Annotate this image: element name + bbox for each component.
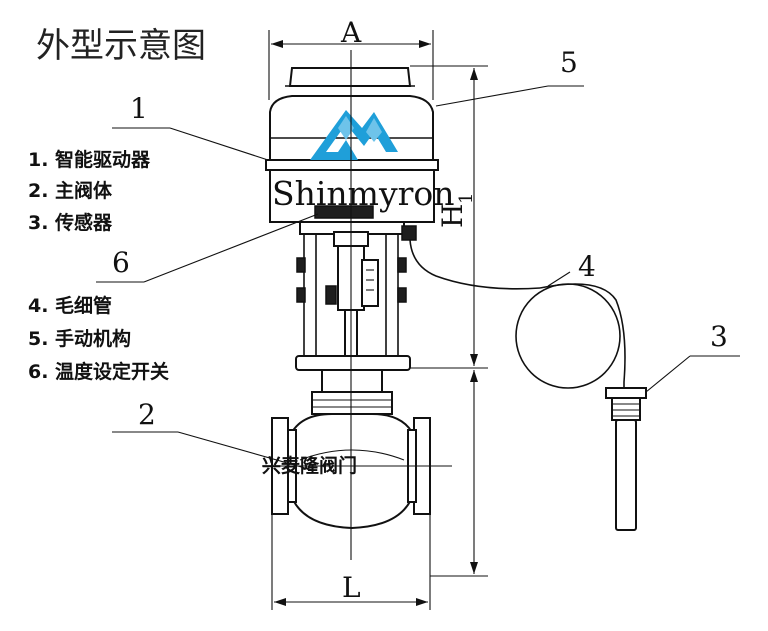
legend-item-6: 6. 温度设定开关 [28, 360, 169, 383]
dimension-l-label: L [342, 571, 361, 604]
dimension-l: L [271, 514, 431, 610]
legend-item-3: 3. 传感器 [28, 211, 113, 234]
brand-name: Shinmyron [272, 174, 455, 213]
brand-logo [310, 110, 398, 160]
legend-item-2: 2. 主阀体 [28, 179, 113, 202]
dimension-h1-label: H [436, 204, 469, 228]
legend-item-1: 1. 智能驱动器 [28, 148, 151, 171]
legend-item-4: 4. 毛细管 [28, 294, 112, 317]
dimension-h1-subscript: 1 [456, 193, 477, 204]
dimension-a-label: A [340, 16, 362, 49]
dimension-h1: H 1 [410, 65, 488, 577]
callout-5: 5 [435, 46, 584, 107]
callout-1: 1 [112, 92, 269, 161]
legend-item-5: 5. 手动机构 [28, 327, 131, 350]
svg-text:4: 4 [578, 250, 596, 283]
callout-6: 6 [96, 213, 319, 283]
callout-4: 4 [547, 250, 596, 287]
diagram-title: 外型示意图 [36, 26, 206, 66]
svg-text:3: 3 [710, 320, 728, 353]
svg-text:2: 2 [138, 398, 156, 431]
svg-text:6: 6 [112, 246, 130, 279]
callout-2: 2 [112, 398, 313, 471]
legend: 1. 智能驱动器 2. 主阀体 3. 传感器 4. 毛细管 5. 手动机构 6.… [28, 148, 169, 383]
callout-3: 3 [645, 320, 740, 393]
svg-text:1: 1 [130, 92, 148, 125]
dimension-a: A [268, 16, 434, 100]
svg-text:5: 5 [560, 46, 578, 79]
capillary-tube [409, 239, 626, 390]
yoke [295, 221, 417, 371]
temperature-sensor [605, 387, 647, 531]
